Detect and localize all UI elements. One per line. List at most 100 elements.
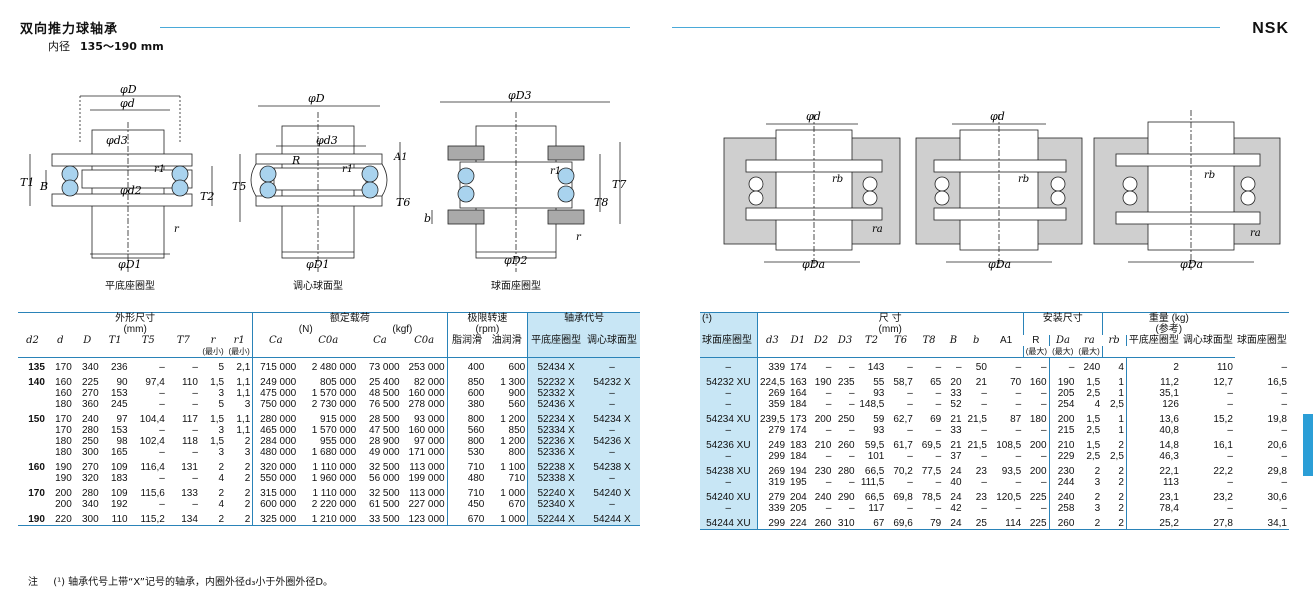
table-cell: – xyxy=(1015,425,1022,436)
table-cell: – xyxy=(935,503,942,514)
table-cell: 54238 XU xyxy=(700,462,758,477)
header-rule-right xyxy=(672,27,1220,28)
table-cell: 1 300 xyxy=(500,377,526,388)
table-cell: 52236 X xyxy=(527,436,585,447)
hdr-note-ref: (¹) xyxy=(700,312,758,324)
table-cell: – xyxy=(700,425,758,436)
table-cell: 1 570 000 xyxy=(311,425,357,436)
right-header-row-4: (最大) (最大) (最大) xyxy=(700,346,1289,358)
table-cell: – xyxy=(1015,503,1022,514)
left-header-row-2: (mm) (N) (kgf) (rpm) xyxy=(18,324,640,335)
table-cell: 23 xyxy=(975,492,987,503)
table-cell: 33 500 xyxy=(358,510,402,526)
table-cell: – xyxy=(849,362,855,373)
table-cell: 240 xyxy=(1048,488,1077,503)
table-cell: – xyxy=(1041,362,1047,373)
table-cell: 90 xyxy=(116,377,128,388)
label-phid3-2: φd3 xyxy=(316,134,338,147)
table-cell: 240 xyxy=(1083,362,1101,373)
col-C0a-kgf: C0a xyxy=(414,335,435,346)
table-cell: 2,5 xyxy=(1086,388,1101,399)
table-cell: 1,5 xyxy=(1086,414,1101,425)
table-cell: 1 110 000 xyxy=(312,462,357,473)
table-cell: 480 000 xyxy=(252,447,299,458)
label-r-3: r xyxy=(576,232,582,243)
label-rb-r1: rb xyxy=(832,174,843,185)
table-cell: 21 xyxy=(950,440,962,451)
mount-diagram-2 xyxy=(915,114,1083,270)
table-cell: 174 xyxy=(790,362,807,373)
table-cell: – xyxy=(981,451,987,462)
col-d2: d2 xyxy=(26,335,39,346)
label-r-1: r xyxy=(174,224,180,235)
table-cell: – xyxy=(825,425,832,436)
table-cell: 54234 XU xyxy=(700,410,758,425)
label-phid-r1: φd xyxy=(806,110,821,123)
table-cell: 114 xyxy=(988,514,1024,530)
table-cell: 200 xyxy=(814,414,832,425)
table-cell: 117 xyxy=(868,503,885,514)
table-cell: 52 xyxy=(950,399,962,410)
hdr-dims-unit: (mm) xyxy=(123,324,147,335)
table-cell: 153 xyxy=(110,425,128,436)
table-cell: 35,1 xyxy=(1125,388,1181,399)
table-cell: – xyxy=(700,503,758,514)
table-cell: 1 xyxy=(1118,377,1124,388)
table-cell: – xyxy=(935,425,942,436)
table-cell: 600 000 xyxy=(252,499,299,510)
table-cell: 805 000 xyxy=(320,377,357,388)
table-cell: 165 xyxy=(110,447,128,458)
table-cell: 134 xyxy=(166,510,200,526)
table-cell: 955 000 xyxy=(320,436,357,447)
table-cell: – xyxy=(159,425,165,436)
table-cell: 116,4 xyxy=(140,462,165,473)
label-b: b xyxy=(424,212,431,225)
hdr-mount: 安装尺寸 xyxy=(1022,312,1103,324)
table-cell: 850 xyxy=(508,425,526,436)
table-cell: 2,5 xyxy=(1109,451,1124,462)
table-cell: 359 xyxy=(756,399,788,410)
table-cell: 1 xyxy=(1118,425,1124,436)
table-cell: 236 xyxy=(110,362,128,373)
table-cell: 710 xyxy=(446,458,487,473)
table-cell: 131 xyxy=(181,462,198,473)
table-cell: – xyxy=(192,447,198,458)
table-cell: 160 xyxy=(55,388,72,399)
table-cell: 205 xyxy=(790,503,807,514)
table-cell: 194 xyxy=(790,466,807,477)
col-b: b xyxy=(973,335,980,346)
table-cell: – xyxy=(1281,503,1287,514)
label-ra-r1: ra xyxy=(872,224,883,235)
table-cell: 2,1 xyxy=(236,362,251,373)
table-cell: 25 400 xyxy=(369,377,400,388)
table-cell: – xyxy=(584,499,640,510)
table-cell: 160 xyxy=(28,462,45,473)
table-cell: 97 000 xyxy=(414,436,445,447)
table-cell: 48 500 xyxy=(369,388,400,399)
table-cell: 560 xyxy=(446,425,487,436)
table-cell: 249 xyxy=(756,436,788,451)
table-cell: 24 xyxy=(943,514,964,530)
table-cell: 1 210 000 xyxy=(298,510,359,526)
right-header-row-3: 球面座圈型 d3 D1 D2 D3 T2 T6 T8 B b A1 R Da r… xyxy=(700,335,1289,346)
table-cell: 204 xyxy=(790,492,807,503)
table-cell: 93 000 xyxy=(414,414,445,425)
table-cell: 235 xyxy=(837,377,855,388)
label-A1: A1 xyxy=(393,152,408,163)
table-cell: 284 000 xyxy=(252,436,299,447)
caption-spherical-seat: 球面座圈型 xyxy=(491,281,541,292)
table-cell: 850 xyxy=(446,373,487,388)
table-cell xyxy=(18,473,47,484)
table-cell: 279 xyxy=(756,488,788,503)
table-cell: – xyxy=(849,425,855,436)
table-cell: 70,2 xyxy=(893,466,913,477)
table-cell: 133 xyxy=(181,488,198,499)
col-B: B xyxy=(949,335,958,346)
hdr-dims-unit-r: (mm) xyxy=(756,324,1024,335)
table-cell: 52434 X xyxy=(527,357,585,373)
table-cell: 380 xyxy=(446,399,487,410)
